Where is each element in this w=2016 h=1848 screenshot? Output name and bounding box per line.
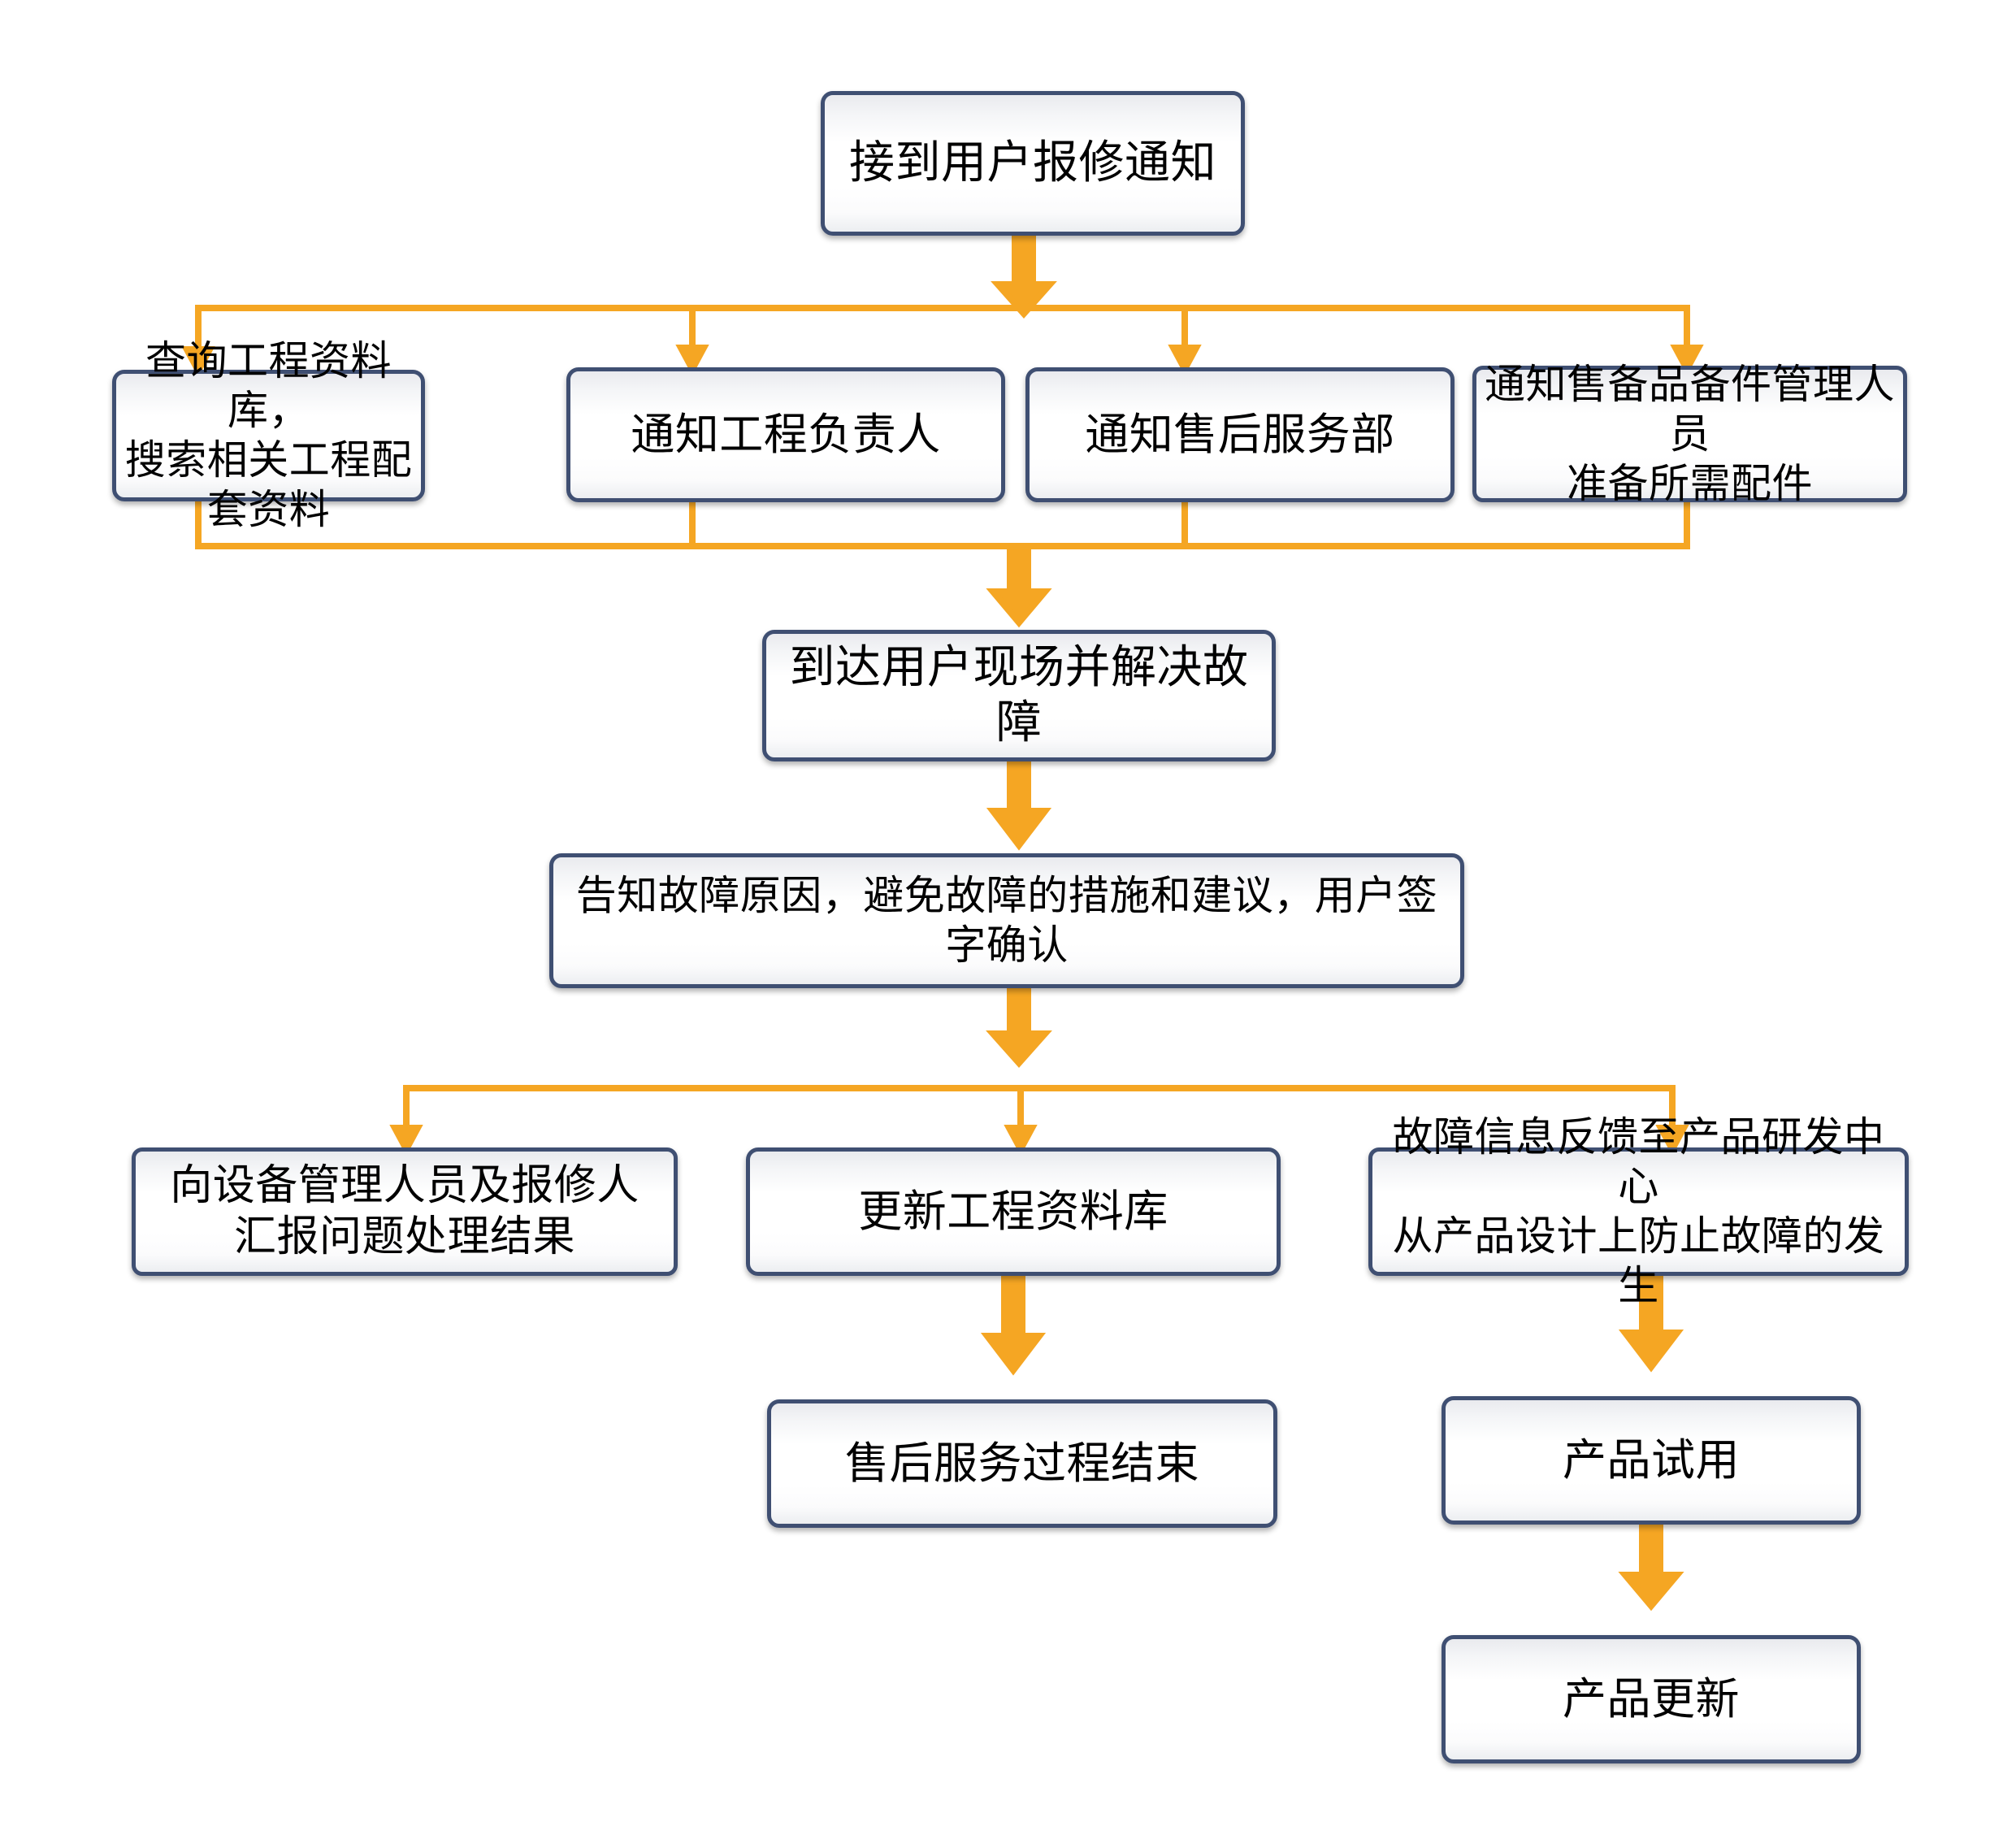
arrow-n1-to-branch bbox=[991, 232, 1057, 319]
arrow-n7-to-branch2 bbox=[986, 987, 1052, 1069]
arrow-n6-to-n7 bbox=[986, 759, 1052, 851]
arrow-n12-to-n13 bbox=[1618, 1525, 1684, 1612]
node-notify-after-sales-dept[interactable]: 通知售后服务部 bbox=[1025, 367, 1455, 502]
node-after-sales-process-end[interactable]: 售后服务过程结束 bbox=[767, 1399, 1277, 1528]
node-inform-cause-and-signoff[interactable]: 告知故障原因，避免故障的措施和建议，用户签字确认 bbox=[549, 853, 1464, 988]
arrowhead-n3 bbox=[675, 345, 709, 376]
arrowhead-n9 bbox=[1004, 1125, 1038, 1156]
node-product-trial[interactable]: 产品试用 bbox=[1442, 1396, 1861, 1525]
node-notify-project-manager[interactable]: 通知工程负责人 bbox=[566, 367, 1005, 502]
node-product-update[interactable]: 产品更新 bbox=[1442, 1635, 1861, 1763]
node-receive-repair-notice[interactable]: 接到用户报修通知 bbox=[821, 91, 1245, 236]
node-notify-spare-parts-staff[interactable]: 通知售备品备件管理人员 准备所需配件 bbox=[1472, 361, 1907, 507]
node-update-project-database[interactable]: 更新工程资料库 bbox=[746, 1147, 1281, 1276]
arrowhead-n4 bbox=[1168, 345, 1202, 376]
arrow-n9-to-n11 bbox=[980, 1274, 1047, 1376]
node-feedback-to-rnd-center[interactable]: 故障信息反馈至产品研发中心 从产品设计上防止故障的发生 bbox=[1368, 1113, 1909, 1309]
arrowhead-n8 bbox=[389, 1125, 423, 1156]
node-query-project-database[interactable]: 查询工程资料库， 搜索相关工程配套资料 bbox=[112, 337, 425, 533]
node-report-result-to-staff[interactable]: 向设备管理人员及报修人 汇报问题处理结果 bbox=[132, 1147, 678, 1276]
arrow-branch-to-n6 bbox=[986, 543, 1052, 628]
node-arrive-onsite-fix-fault[interactable]: 到达用户现场并解决故障 bbox=[762, 630, 1276, 761]
